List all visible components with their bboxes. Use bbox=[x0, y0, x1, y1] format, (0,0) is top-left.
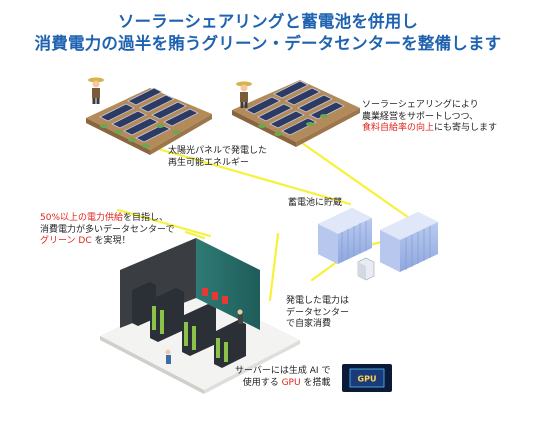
note-server-gpu: サーバーには生成 AI で 使用する GPU を搭載 bbox=[235, 366, 331, 388]
battery-container-right bbox=[380, 212, 438, 272]
server-racks bbox=[132, 282, 246, 368]
note-green-dc: 50%以上の電力供給を目指し、 消費電力が多いデータセンターで グリーン DC … bbox=[40, 213, 175, 246]
solar-panels-right bbox=[245, 80, 345, 136]
gpu-chip-label: GPU bbox=[358, 375, 377, 384]
farm-field-left bbox=[86, 77, 212, 155]
note-battery: 蓄電池に貯蔵 bbox=[288, 198, 343, 208]
note-self-consumption: 発電した電力は データセンター で自家消費 bbox=[286, 296, 350, 329]
note-solar-sharing: ソーラーシェアリングにより 農業経営をサポートしつつ、 食料自給率の向上にも寄与… bbox=[362, 100, 498, 133]
title-line-1: ソーラーシェアリングと蓄電池を併用し bbox=[117, 12, 419, 31]
farmer-right bbox=[236, 81, 252, 108]
solar-panels-left bbox=[99, 87, 199, 143]
farm-field-right bbox=[232, 80, 360, 147]
title-line-2: 消費電力の過半を賄うグリーン・データセンターを整備します bbox=[34, 34, 502, 53]
battery-container-left bbox=[318, 208, 372, 264]
data-center bbox=[100, 238, 300, 394]
people bbox=[165, 309, 243, 364]
farmer-left bbox=[88, 77, 104, 104]
power-conditioner bbox=[357, 257, 375, 281]
gpu-chip: GPU bbox=[342, 364, 392, 392]
note-solar-power: 太陽光パネルで発電した 再生可能エネルギー bbox=[168, 146, 268, 168]
